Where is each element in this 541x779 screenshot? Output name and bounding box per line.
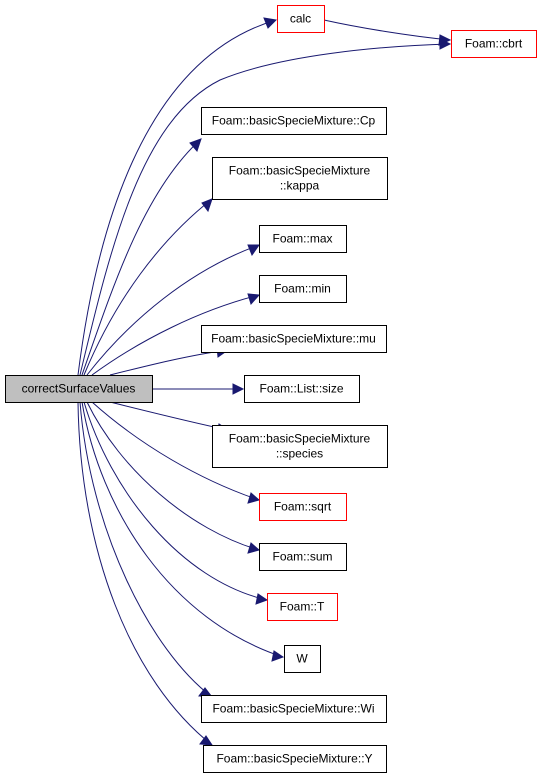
edge-arrowhead-root-min bbox=[247, 293, 261, 306]
edge-line-root-Y bbox=[77, 401, 213, 746]
edge-line-root-W bbox=[81, 401, 284, 658]
node-W[interactable]: W bbox=[284, 645, 321, 673]
node-sum[interactable]: Foam::sum bbox=[259, 543, 347, 571]
node-species[interactable]: Foam::basicSpecieMixture::species bbox=[212, 425, 388, 468]
node-label-cp: Foam::basicSpecieMixture::Cp bbox=[212, 114, 376, 128]
node-label-kappa-2: ::kappa bbox=[280, 179, 320, 193]
edge-arrowhead-calc-cbrt bbox=[438, 34, 452, 46]
edge-arrowhead-root-max bbox=[247, 244, 260, 257]
edge-arrowhead-root-kappa bbox=[201, 198, 213, 213]
edge-root-cp bbox=[81, 138, 202, 376]
edge-root-T bbox=[83, 401, 269, 605]
edge-root-max bbox=[86, 244, 260, 376]
node-size[interactable]: Foam::List::size bbox=[244, 375, 360, 403]
edge-line-root-mu bbox=[109, 349, 229, 376]
node-box-cp bbox=[201, 107, 387, 135]
node-box-cbrt bbox=[451, 30, 537, 58]
node-cbrt[interactable]: Foam::cbrt bbox=[451, 30, 537, 58]
edge-root-sum bbox=[86, 401, 261, 554]
node-box-Y bbox=[203, 745, 387, 773]
node-cp[interactable]: Foam::basicSpecieMixture::Cp bbox=[201, 107, 387, 135]
node-Wi[interactable]: Foam::basicSpecieMixture::Wi bbox=[201, 695, 387, 723]
edge-root-size bbox=[152, 383, 245, 395]
node-min[interactable]: Foam::min bbox=[259, 275, 347, 303]
edge-arrowhead-root-sum bbox=[247, 542, 261, 554]
edge-root-sqrt bbox=[91, 401, 261, 504]
edge-line-root-sum bbox=[86, 401, 260, 551]
node-box-size bbox=[244, 375, 360, 403]
edge-arrowhead-root-W bbox=[271, 650, 285, 662]
node-box-mu bbox=[201, 325, 387, 353]
node-max[interactable]: Foam::max bbox=[259, 225, 347, 253]
node-kappa[interactable]: Foam::basicSpecieMixture::kappa bbox=[212, 157, 388, 200]
node-label-cbrt: Foam::cbrt bbox=[465, 37, 523, 51]
edge-line-root-cbrt bbox=[79, 43, 451, 376]
node-box-sqrt bbox=[259, 493, 347, 521]
node-sqrt[interactable]: Foam::sqrt bbox=[259, 493, 347, 521]
edge-arrowhead-root-size bbox=[232, 383, 245, 395]
node-label-Y: Foam::basicSpecieMixture::Y bbox=[216, 752, 372, 766]
edge-line-root-sqrt bbox=[91, 401, 260, 501]
node-label-calc: calc bbox=[290, 12, 311, 26]
node-box-sum bbox=[259, 543, 347, 571]
node-box-calc bbox=[277, 5, 325, 33]
node-root: correctSurfaceValues bbox=[5, 375, 153, 403]
node-box-Wi bbox=[201, 695, 387, 723]
edge-arrowhead-root-sqrt bbox=[247, 492, 261, 504]
node-label-root: correctSurfaceValues bbox=[22, 382, 136, 396]
edge-arrowhead-root-T bbox=[255, 593, 269, 605]
edge-line-root-max bbox=[86, 244, 260, 376]
edge-line-root-species bbox=[109, 401, 229, 431]
node-label-species-1: Foam::basicSpecieMixture bbox=[229, 432, 371, 446]
node-label-W: W bbox=[296, 652, 308, 666]
edge-root-Y bbox=[77, 401, 213, 746]
node-calc[interactable]: calc bbox=[277, 5, 325, 33]
edge-line-calc-cbrt bbox=[323, 19, 451, 41]
edge-line-root-cp bbox=[81, 138, 202, 376]
edge-root-kappa bbox=[83, 198, 213, 376]
node-label-sqrt: Foam::sqrt bbox=[274, 500, 332, 514]
node-Y[interactable]: Foam::basicSpecieMixture::Y bbox=[203, 745, 387, 773]
edge-line-root-Wi bbox=[79, 401, 213, 698]
node-box-kappa bbox=[212, 157, 388, 200]
edge-line-root-T bbox=[83, 401, 268, 601]
edge-root-W bbox=[81, 401, 285, 662]
edge-line-root-calc bbox=[77, 19, 277, 376]
edge-root-species bbox=[109, 401, 230, 435]
edge-root-Wi bbox=[79, 401, 214, 698]
node-label-mu: Foam::basicSpecieMixture::mu bbox=[211, 332, 376, 346]
node-label-T: Foam::T bbox=[280, 600, 325, 614]
node-label-species-2: ::species bbox=[276, 447, 323, 461]
node-label-max: Foam::max bbox=[272, 232, 332, 246]
node-label-size: Foam::List::size bbox=[259, 382, 343, 396]
edge-root-cbrt bbox=[79, 38, 452, 376]
node-mu[interactable]: Foam::basicSpecieMixture::mu bbox=[201, 325, 387, 353]
node-box-min bbox=[259, 275, 347, 303]
node-label-kappa-1: Foam::basicSpecieMixture bbox=[229, 164, 371, 178]
edge-root-calc bbox=[77, 17, 278, 376]
node-box-T bbox=[267, 593, 338, 621]
edge-calc-cbrt bbox=[323, 19, 452, 46]
node-T[interactable]: Foam::T bbox=[267, 593, 338, 621]
edge-line-root-min bbox=[91, 294, 260, 376]
node-box-species bbox=[212, 425, 388, 468]
edge-root-min bbox=[91, 293, 261, 376]
edge-arrowhead-root-cp bbox=[189, 138, 202, 152]
node-box-W bbox=[284, 645, 321, 673]
edge-arrowhead-root-calc bbox=[263, 17, 278, 29]
node-label-sum: Foam::sum bbox=[272, 550, 332, 564]
node-label-min: Foam::min bbox=[274, 282, 331, 296]
node-box-root bbox=[5, 375, 153, 403]
nodes-layer: correctSurfaceValues calcFoam::cbrtFoam::… bbox=[5, 5, 537, 773]
node-label-Wi: Foam::basicSpecieMixture::Wi bbox=[212, 702, 374, 716]
edge-line-root-kappa bbox=[83, 198, 213, 376]
edge-arrowhead-root-Y bbox=[199, 735, 213, 746]
node-box-max bbox=[259, 225, 347, 253]
